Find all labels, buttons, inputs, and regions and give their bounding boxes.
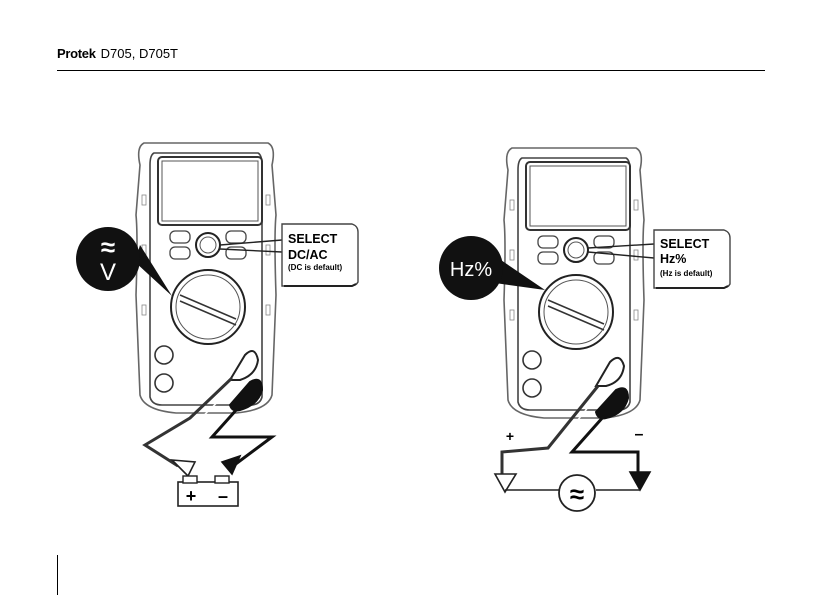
- left-select-line1: SELECT: [288, 232, 338, 246]
- right-minus-label: –: [635, 426, 644, 443]
- battery-plus-label: +: [186, 486, 197, 506]
- voltage-symbol: V: [100, 259, 116, 286]
- right-plus-label: +: [506, 428, 514, 444]
- right-select-line3: (Hz is default): [660, 269, 713, 278]
- right-select-line2: Hz%: [660, 252, 686, 266]
- right-select-line1: SELECT: [660, 237, 710, 251]
- hz-percent-symbol: Hz%: [450, 259, 492, 281]
- ac-source-icon: ≈: [570, 479, 584, 509]
- battery-minus-label: –: [218, 486, 228, 506]
- left-select-line3: (DC is default): [288, 263, 343, 272]
- battery: + –: [178, 476, 238, 506]
- left-select-line2: DC/AC: [288, 248, 328, 262]
- ac-symbol-icon: ≈: [101, 232, 115, 262]
